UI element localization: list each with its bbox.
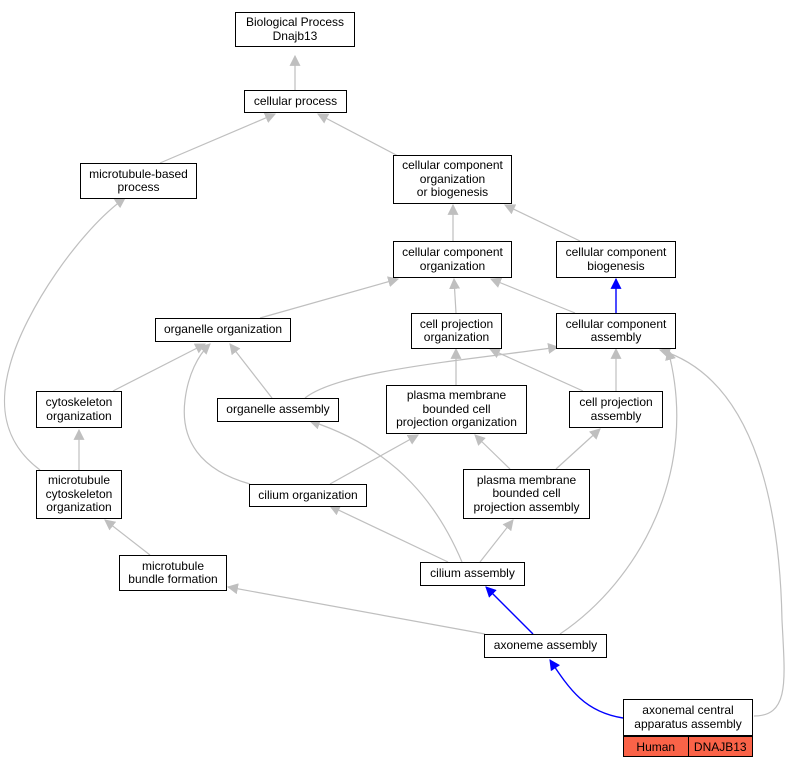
node-cilium-assembly[interactable]: cilium assembly (420, 562, 525, 586)
node-cytoskeleton-organization[interactable]: cytoskeleton organization (36, 391, 122, 428)
edge-axoneme-to-mt-bundle (226, 583, 486, 635)
node-cellular-component-organization-or-biogenesis[interactable]: cellular component organization or bioge… (393, 155, 512, 204)
edge-cellproj-assembly-to-cellproj-org (488, 348, 584, 392)
species-annotation-row: Human DNAJB13 (623, 736, 753, 757)
species-label: Human (636, 739, 676, 754)
edge-axoneme-to-cc-assembly (559, 348, 678, 635)
node-cell-projection-organization[interactable]: cell projection organization (411, 313, 502, 349)
edge-organelle-assembly-to-organelle-org (229, 343, 273, 399)
edge-pm-assembly-to-pm-org (474, 434, 511, 470)
node-cellular-process[interactable]: cellular process (244, 90, 347, 113)
edge-organelle-assembly-to-cc-assembly (304, 343, 560, 399)
node-cellular-component-assembly[interactable]: cellular component assembly (556, 313, 676, 349)
edge-cilium-org-to-pm-org (329, 434, 419, 485)
node-cellular-component-biogenesis[interactable]: cellular component biogenesis (556, 241, 676, 278)
edge-mt-bundle-to-mt-cytoskeleton (104, 519, 151, 556)
node-cell-projection-assembly[interactable]: cell projection assembly (569, 391, 663, 428)
node-microtubule-cytoskeleton-organization[interactable]: microtubule cytoskeleton organization (36, 470, 122, 519)
edge-axonemal-central-to-cc-assembly (658, 347, 785, 717)
node-cellular-component-organization[interactable]: cellular component organization (393, 241, 512, 278)
node-organelle-assembly[interactable]: organelle assembly (217, 398, 339, 422)
gene-label: DNAJB13 (687, 737, 753, 756)
edge-cilium-assembly-to-organelle-assembly (308, 418, 463, 563)
node-axonemal-central-apparatus-assembly[interactable]: axonemal central apparatus assembly (623, 699, 753, 736)
edge-cellproj-org-to-cc-org (449, 277, 461, 314)
edge-cilium-assembly-to-cilium-org (329, 505, 449, 563)
node-microtubule-bundle-formation[interactable]: microtubule bundle formation (119, 555, 227, 591)
edge-mt-based-to-cellular-process (159, 112, 277, 164)
node-organelle-organization[interactable]: organelle organization (155, 318, 291, 342)
node-biological-process-root[interactable]: Biological Process Dnajb13 (235, 12, 355, 47)
node-cilium-organization[interactable]: cilium organization (249, 484, 367, 507)
node-plasma-membrane-bounded-cell-projection-organization[interactable]: plasma membrane bounded cell projection … (386, 385, 527, 434)
edge-cilium-assembly-to-pm-assembly (479, 519, 514, 563)
edge-pm-assembly-to-cellproj-assembly (555, 428, 601, 470)
edge-cc-bio-to-ccob (504, 204, 581, 242)
node-axoneme-assembly[interactable]: axoneme assembly (484, 634, 607, 658)
node-microtubule-based-process[interactable]: microtubule-based process (80, 163, 197, 199)
edge-cc-assembly-to-cc-org (489, 277, 576, 314)
edge-cytoskeleton-to-organelle-org (112, 343, 206, 392)
edge-axonemal-central-to-axoneme (549, 659, 624, 719)
edge-mt-cytoskeleton-to-mt-based (3, 197, 126, 471)
node-plasma-membrane-bounded-cell-projection-assembly[interactable]: plasma membrane bounded cell projection … (463, 469, 590, 519)
edge-axoneme-to-cilium-assembly (485, 586, 534, 635)
edge-organelle-org-to-cc-org (259, 276, 400, 319)
edge-cilium-org-to-organelle-org (183, 343, 251, 485)
edge-ccob-to-cellular-process (317, 113, 401, 158)
